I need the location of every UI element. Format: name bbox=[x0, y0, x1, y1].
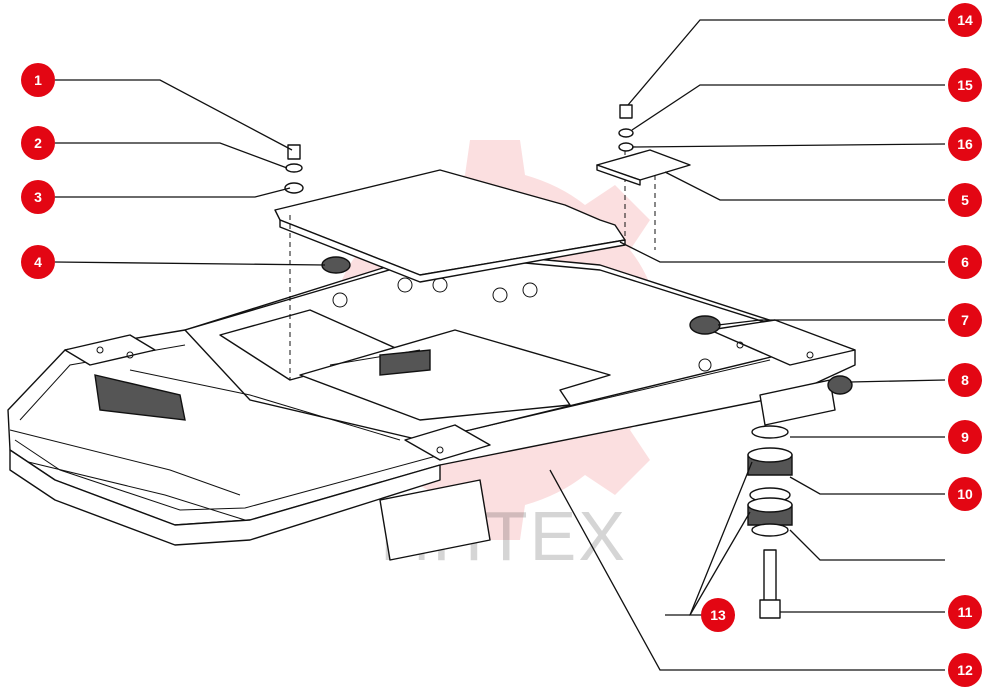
callout-4: 4 bbox=[21, 245, 55, 279]
svg-text:5: 5 bbox=[961, 192, 969, 208]
hardware-left bbox=[284, 144, 351, 274]
svg-text:12: 12 bbox=[957, 662, 973, 678]
svg-text:6: 6 bbox=[961, 254, 969, 270]
svg-text:2: 2 bbox=[34, 135, 42, 151]
svg-text:11: 11 bbox=[958, 604, 973, 620]
svg-text:3: 3 bbox=[34, 189, 42, 205]
bracket-plate bbox=[596, 149, 691, 186]
svg-text:15: 15 bbox=[957, 77, 973, 93]
svg-text:1: 1 bbox=[34, 72, 42, 88]
callout-6: 6 bbox=[948, 245, 982, 279]
callout-5: 5 bbox=[948, 183, 982, 217]
svg-text:14: 14 bbox=[957, 12, 973, 28]
svg-text:7: 7 bbox=[961, 312, 969, 328]
callout-12: 12 bbox=[948, 653, 982, 687]
callout-11: 11 bbox=[948, 595, 982, 629]
callout-9: 9 bbox=[948, 420, 982, 454]
callout-13: 13 bbox=[701, 598, 735, 632]
callout-1: 1 bbox=[21, 63, 55, 97]
svg-text:9: 9 bbox=[961, 429, 969, 445]
callout-3: 3 bbox=[21, 180, 55, 214]
callout-15: 15 bbox=[948, 68, 982, 102]
base-frame bbox=[7, 249, 856, 561]
callout-7: 7 bbox=[948, 303, 982, 337]
callout-2: 2 bbox=[21, 126, 55, 160]
svg-text:13: 13 bbox=[710, 607, 726, 623]
callout-10: 10 bbox=[948, 477, 982, 511]
svg-text:8: 8 bbox=[961, 372, 969, 388]
callout-14: 14 bbox=[948, 3, 982, 37]
callout-8: 8 bbox=[948, 363, 982, 397]
svg-text:10: 10 bbox=[957, 486, 973, 502]
vibration-mount-stack bbox=[747, 425, 793, 619]
callout-16: 16 bbox=[948, 127, 982, 161]
svg-text:16: 16 bbox=[957, 136, 973, 152]
svg-text:4: 4 bbox=[34, 254, 42, 270]
leader-lines bbox=[54, 19, 946, 671]
